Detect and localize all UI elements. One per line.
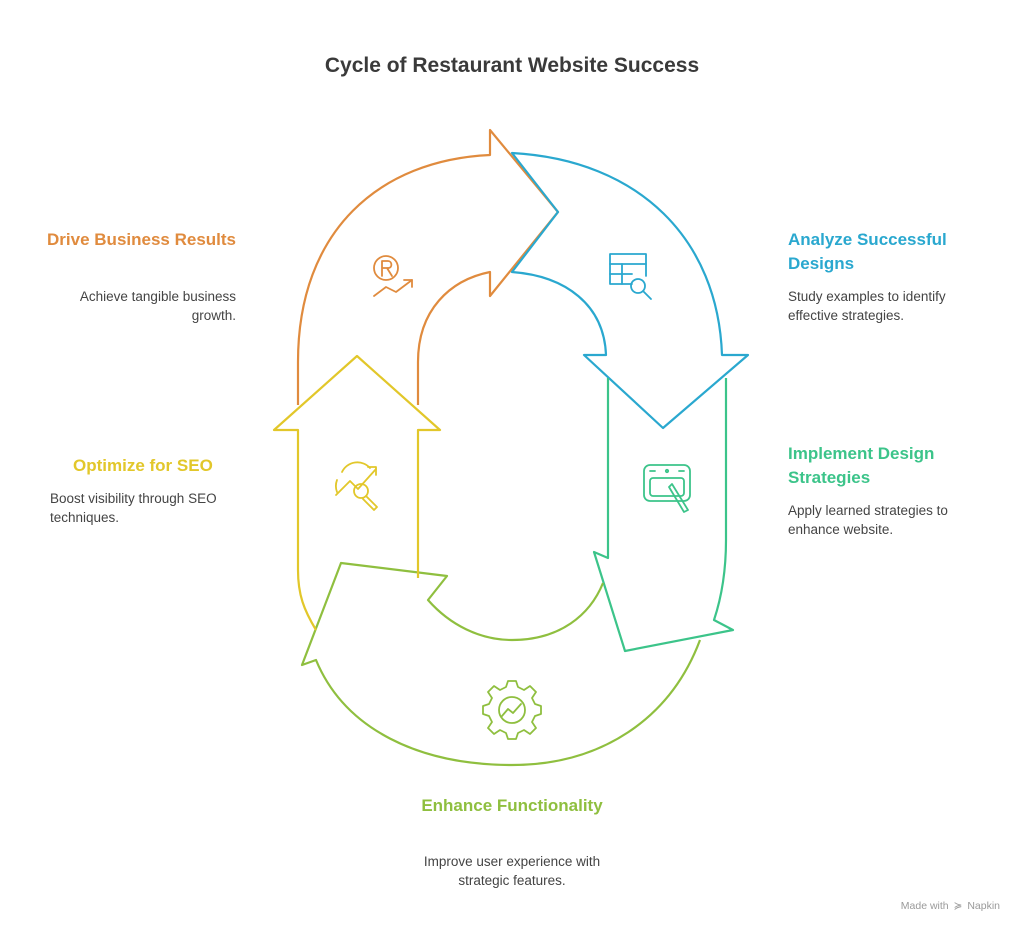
made-with-label: Made with [900,900,949,912]
page-title: Cycle of Restaurant Website Success [324,54,700,77]
napkin-logo-icon: ≽ [953,900,963,912]
table-search-icon [609,253,652,300]
implement-arrow [592,378,735,653]
analyze-designs-description: Study examples to identify effective str… [788,289,946,323]
optimize-seo-description: Boost visibility through SEO techniques. [50,491,217,525]
enhance-functionality-title: Enhance Functionality [421,796,603,815]
drive-results-description: Achieve tangible business growth. [79,289,236,323]
napkin-brand-label: Napkin [967,900,1000,912]
implement-strategies-title: Implement Design Strategies [788,444,935,487]
analyze-arrow [510,151,750,430]
made-with-badge[interactable]: Made with ≽ Napkin [901,900,1000,912]
enhance-arrow [300,561,702,767]
seo-growth-icon [335,461,378,511]
analyze-designs-title: Analyze Successful Designs [788,230,947,273]
gear-chart-icon [482,680,542,740]
revenue-growth-icon [373,255,413,297]
drive-results-title: Drive Business Results [47,230,236,249]
drive-arrow [296,128,560,405]
seo-arrow [272,354,442,631]
optimize-seo-title: Optimize for SEO [73,456,213,475]
drawing-tablet-icon [643,464,691,513]
enhance-functionality-description: Improve user experience with strategic f… [423,854,601,888]
implement-strategies-description: Apply learned strategies to enhance webs… [788,503,948,537]
